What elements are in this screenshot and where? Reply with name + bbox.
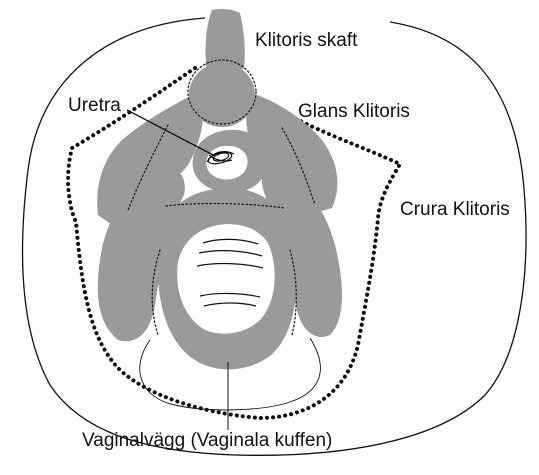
label-vaginalvagg: Vaginalvägg (Vaginala kuffen)	[82, 430, 332, 451]
label-glans-klitoris: Glans Klitoris	[298, 101, 410, 122]
urethral-meatus	[207, 150, 234, 166]
vaginal-wall-ring	[158, 188, 298, 369]
label-uretra: Uretra	[68, 95, 121, 116]
label-klitoris-skaft: Klitoris skaft	[255, 30, 358, 51]
glans	[189, 63, 255, 127]
label-crura-klitoris: Crura Klitoris	[400, 199, 510, 220]
vaginal-rugae	[197, 239, 263, 306]
